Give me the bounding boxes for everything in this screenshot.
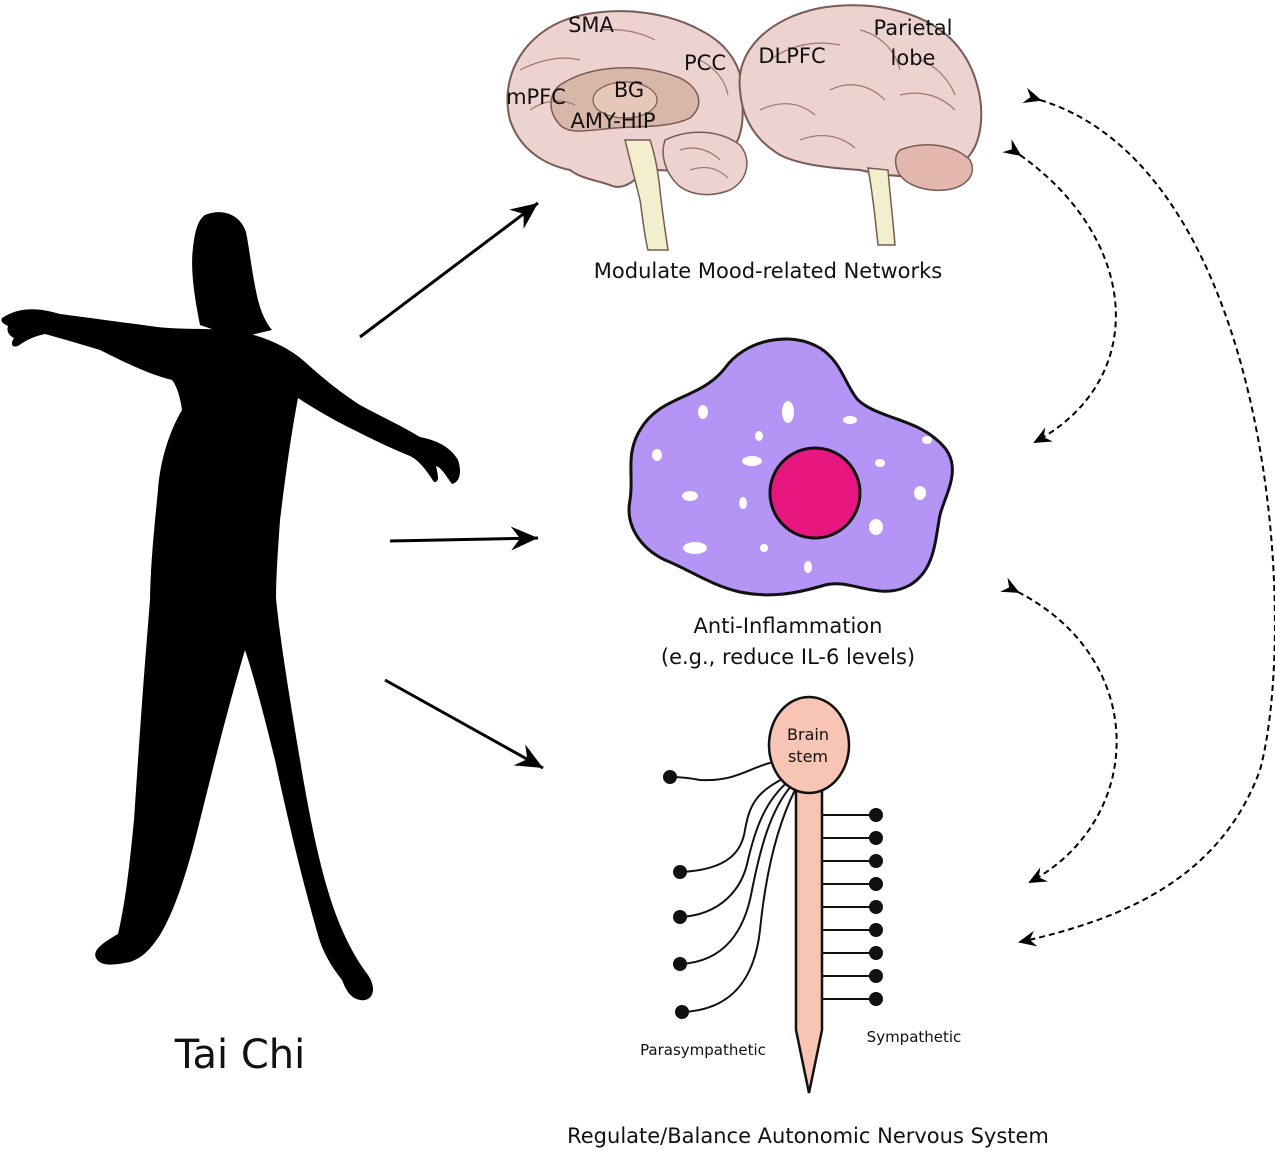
- cell-nucleus: [768, 446, 862, 540]
- brain-region-labels: SMA PCC DLPFC Parietal lobe mPFC BG AMY-…: [506, 13, 952, 133]
- autonomic-nervous-system-illustration: [663, 695, 883, 1094]
- immune-cell-illustration: [627, 337, 954, 597]
- label-pcc: PCC: [684, 51, 726, 75]
- lateral-brain-illustration: [738, 4, 983, 246]
- dashed-arrow-brain-cell: [1002, 139, 1117, 443]
- tai-chi-silhouette: [1, 212, 461, 1001]
- dashed-arrow-brain-ans: [1018, 87, 1275, 947]
- label-mpfc: mPFC: [506, 85, 566, 109]
- ans-caption: Regulate/Balance Autonomic Nervous Syste…: [567, 1124, 1049, 1148]
- cell-caption-line1: Anti-Inflammation: [694, 614, 883, 638]
- arrow-to-brain: [359, 201, 539, 339]
- sympathetic-label: Sympathetic: [867, 1028, 962, 1046]
- dashed-connectors: [1000, 87, 1275, 947]
- brain-caption: Modulate Mood-related Networks: [594, 259, 942, 283]
- label-amy-hip: AMY-HIP: [570, 109, 655, 133]
- label-bg: BG: [614, 78, 644, 102]
- label-parietal-line2: lobe: [891, 46, 936, 70]
- arrow-to-ans: [384, 678, 544, 770]
- medial-brain-illustration: [506, 10, 748, 251]
- cell-caption-line2: (e.g., reduce IL-6 levels): [661, 645, 915, 669]
- brainstem-label-line2: stem: [788, 747, 828, 766]
- label-sma: SMA: [568, 13, 614, 37]
- label-dlpfc: DLPFC: [758, 44, 825, 68]
- brainstem-label-line1: Brain: [787, 725, 829, 744]
- brainstem-shape: [767, 695, 851, 795]
- label-parietal-line1: Parietal: [874, 16, 953, 40]
- dashed-arrow-cell-ans: [1000, 577, 1118, 883]
- parasympathetic-label: Parasympathetic: [640, 1041, 766, 1059]
- arrow-to-cell: [389, 526, 539, 551]
- tai-chi-label: Tai Chi: [174, 1032, 306, 1078]
